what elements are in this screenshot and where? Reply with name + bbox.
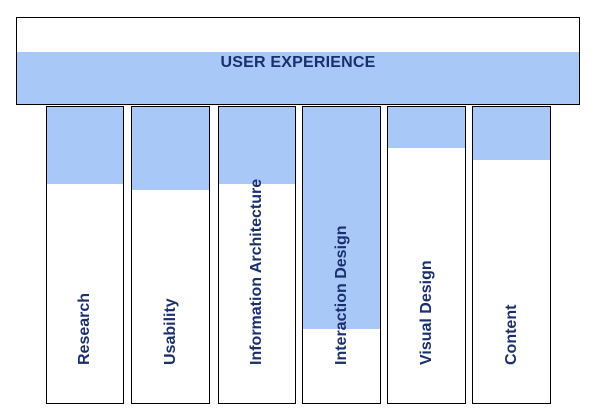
pillar-usability-fill: [132, 107, 209, 190]
pillar-content: Content: [472, 106, 551, 404]
pillar-information-architecture-label: Information Architecture: [248, 178, 265, 365]
user-experience-band: [17, 52, 579, 104]
pillar-visual-design-fill: [388, 107, 465, 149]
pillar-content-fill: [473, 107, 550, 161]
pillar-research: Research: [46, 106, 124, 404]
pillar-research-label: Research: [76, 292, 93, 365]
pillar-content-label: Content: [502, 304, 520, 365]
user-experience-box: USER EXPERIENCE: [16, 17, 580, 105]
pillar-interaction-design-label: Interaction Design: [332, 225, 350, 365]
pillar-visual-design-label: Visual Design: [417, 260, 435, 365]
user-experience-title: USER EXPERIENCE: [220, 54, 376, 71]
pillar-research-fill: [47, 107, 123, 184]
pillar-interaction-design-fill: [303, 107, 380, 329]
pillar-usability-label: Usability: [161, 298, 179, 365]
pillar-information-architecture-fill: [219, 107, 295, 184]
pillar-information-architecture: Information Architecture: [218, 106, 296, 404]
pillar-visual-design: Visual Design: [387, 106, 466, 404]
pillar-interaction-design: Interaction Design: [302, 106, 381, 404]
pillar-usability: Usability: [131, 106, 210, 404]
